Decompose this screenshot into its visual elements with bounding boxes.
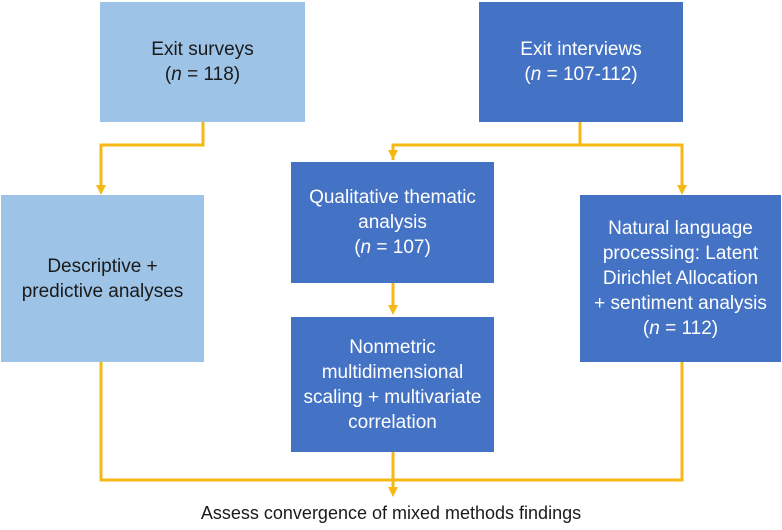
descriptive-line-1: Descriptive + bbox=[47, 255, 158, 277]
qualitative-line-1: Qualitative thematic bbox=[309, 187, 476, 208]
nlp-box: Natural language processing: Latent Diri… bbox=[580, 195, 781, 362]
exit-interviews-title: Exit interviews bbox=[520, 39, 642, 60]
nmds-line-1: Nonmetric bbox=[349, 336, 436, 358]
qualitative-line-2: analysis bbox=[358, 212, 427, 233]
nlp-line-2: processing: Latent bbox=[602, 243, 759, 264]
arrow-surveys-to-descriptive bbox=[96, 122, 205, 195]
nmds-box: Nonmetric multidimensional scaling + mul… bbox=[291, 317, 494, 452]
nmds-line-4: correlation bbox=[348, 411, 437, 433]
nmds-line-3: scaling + multivariate bbox=[303, 386, 482, 408]
nlp-n: (n = 112) bbox=[642, 318, 719, 339]
qualitative-n: (n = 107) bbox=[354, 237, 431, 258]
exit-surveys-box: Exit surveys (n = 118) bbox=[100, 2, 305, 122]
nmds-line-2: multidimensional bbox=[321, 361, 464, 383]
exit-interviews-box: Exit interviews (n = 107-112) bbox=[479, 2, 683, 122]
exit-interviews-n: (n = 107-112) bbox=[524, 64, 638, 85]
descriptive-analyses-box: Descriptive + predictive analyses bbox=[1, 195, 204, 362]
nlp-line-1: Natural language bbox=[608, 218, 753, 239]
nlp-line-3: Dirichlet Allocation bbox=[602, 268, 759, 289]
convergence-caption: Assess convergence of mixed methods find… bbox=[200, 503, 582, 523]
exit-surveys-n: (n = 118) bbox=[164, 64, 241, 85]
descriptive-line-2: predictive analyses bbox=[21, 280, 184, 302]
exit-surveys-title: Exit surveys bbox=[151, 39, 254, 60]
nlp-line-4: + sentiment analysis bbox=[594, 293, 767, 314]
qualitative-thematic-box: Qualitative thematic analysis (n = 107) bbox=[291, 162, 494, 283]
